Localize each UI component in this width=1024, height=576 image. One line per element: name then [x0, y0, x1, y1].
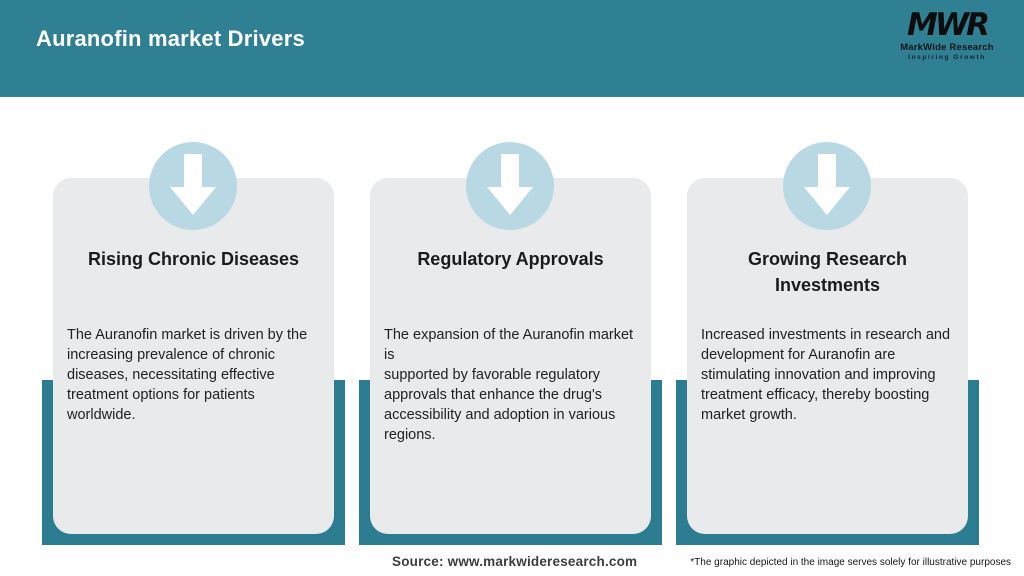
- down-arrow-icon: [466, 142, 554, 230]
- driver-card: Regulatory Approvals The expansion of th…: [370, 178, 651, 534]
- markwide-research-logo: MWR MarkWide Research Inspiring Growth: [892, 8, 1002, 62]
- card-body-text: The Auranofin market is driven by the in…: [67, 327, 308, 423]
- card-body-text: Increased investments in research and de…: [701, 327, 951, 423]
- logo-tagline: Inspiring Growth: [908, 54, 986, 61]
- card-body-text: The expansion of the Auranofin market is…: [384, 327, 634, 443]
- disclaimer-note: *The graphic depicted in the image serve…: [690, 557, 1011, 568]
- page-title: Auranofin market Drivers: [36, 26, 305, 51]
- card-title: Growing Research Investments: [747, 249, 908, 295]
- logo-monogram: MWR: [907, 7, 990, 43]
- driver-card-column-3: Growing Research Investments Increased i…: [676, 142, 979, 546]
- driver-card: Growing Research Investments Increased i…: [687, 178, 968, 534]
- logo-name: MarkWide Research: [900, 42, 994, 53]
- driver-card: Rising Chronic Diseases The Auranofin ma…: [53, 178, 334, 534]
- down-arrow-icon: [783, 142, 871, 230]
- card-title: Rising Chronic Diseases: [87, 249, 300, 269]
- source-attribution: Source: www.markwideresearch.com: [392, 554, 638, 569]
- driver-card-column-1: Rising Chronic Diseases The Auranofin ma…: [42, 142, 345, 546]
- driver-card-column-2: Regulatory Approvals The expansion of th…: [359, 142, 662, 546]
- card-title: Regulatory Approvals: [417, 249, 604, 269]
- down-arrow-icon: [149, 142, 237, 230]
- header-bar: Auranofin market Drivers MWR MarkWide Re…: [0, 0, 1024, 97]
